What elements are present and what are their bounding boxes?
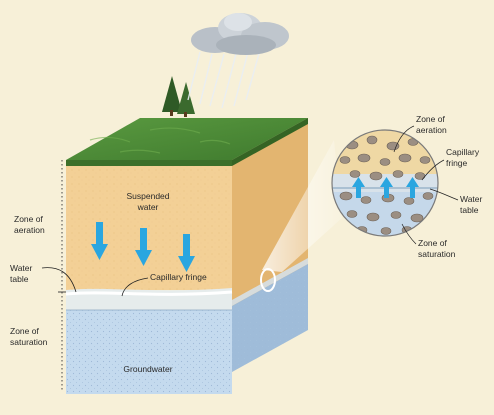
down-arrow-icon	[135, 228, 152, 266]
water-table-label-line1: Water	[10, 263, 33, 273]
inset-capillary-fringe-label-line2: fringe	[446, 158, 468, 168]
inset-zone-of-aeration-label-line2: aeration	[416, 125, 447, 135]
inset-water-table-leader	[429, 188, 459, 201]
inset-saturation-leader	[401, 223, 417, 245]
tree-icon	[162, 76, 182, 112]
inset-water-table-label-line1: Water	[460, 194, 483, 204]
inset-aeration-leader	[393, 125, 415, 153]
down-arrow-icon	[178, 234, 195, 272]
up-arrow-icon	[406, 177, 419, 198]
down-arrow-icon	[91, 222, 108, 260]
inset-fringe-leader	[421, 159, 445, 181]
water-table-leader	[41, 267, 77, 293]
up-arrow-icon	[380, 177, 393, 198]
zone-of-aeration-label-line1: Zone of	[14, 214, 43, 224]
inset-capillary-fringe-label-line1: Capillary	[446, 147, 480, 157]
inset-water-table-label-line2: table	[460, 205, 479, 215]
water-table-label-line2: table	[10, 274, 29, 284]
capillary-fringe-band	[66, 288, 232, 310]
suspended-water-label-line1: Suspended	[126, 191, 169, 201]
zone-of-saturation-label-line2: saturation	[10, 337, 48, 347]
block-side-face	[232, 118, 308, 372]
inset-zone-of-saturation-label-line1: Zone of	[418, 238, 447, 248]
groundwater-label: Groundwater	[123, 364, 172, 374]
capillary-fringe-label: Capillary fringe	[150, 272, 207, 282]
inset-zone-of-aeration-label-line1: Zone of	[416, 114, 445, 124]
block-front-face	[65, 160, 233, 394]
block-labels: Suspended water Capillary fringe Groundw…	[121, 191, 207, 374]
suspended-water-label-line2: water	[137, 202, 159, 212]
zone-bracket	[58, 160, 66, 392]
rain-cloud	[187, 13, 289, 109]
inset-labels: Zone of aeration Capillary fringe Water …	[393, 114, 483, 259]
inset-magnified-view	[331, 129, 439, 237]
grass-surface	[66, 118, 308, 166]
up-arrow-icon	[352, 177, 365, 198]
capillary-fringe-leader	[121, 277, 149, 297]
zone-of-aeration-label-line2: aeration	[14, 225, 45, 235]
magnifier-beam	[260, 140, 342, 292]
tree-icon	[177, 82, 195, 114]
pine-trees	[162, 76, 195, 117]
zone-of-saturation-label-line1: Zone of	[10, 326, 39, 336]
percolation-arrows	[91, 222, 195, 272]
inset-zone-of-saturation-label-line2: saturation	[418, 249, 456, 259]
left-labels: Zone of aeration Water table Zone of sat…	[10, 214, 77, 347]
